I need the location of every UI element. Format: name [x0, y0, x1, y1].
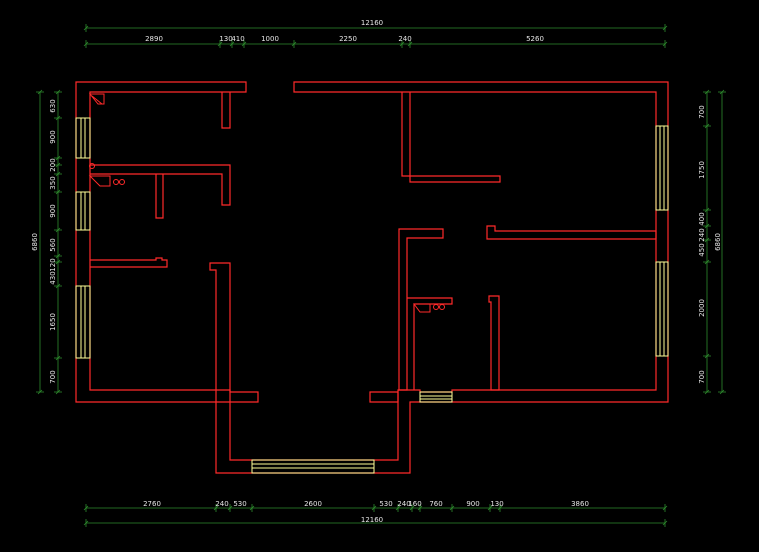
dim-right-seg-2: 400 [698, 212, 706, 225]
dim-left-seg-8: 1650 [49, 313, 57, 331]
dim-bottom-seg-1: 240 [215, 500, 228, 508]
window-left-1 [75, 117, 91, 159]
dim-bottom-seg-2: 530 [233, 500, 246, 508]
drain-icon [89, 163, 95, 169]
dim-left-overall: 6860 [31, 233, 39, 251]
window-left-2 [75, 191, 91, 231]
dim-bottom-seg-6: 160 [408, 500, 421, 508]
tap-icon-1 [113, 179, 119, 185]
wall-right-top-room [401, 92, 501, 183]
dim-bottom-seg-9: 130 [490, 500, 503, 508]
dim-right-seg-4: 450 [698, 243, 706, 256]
wall-right-lower-stub [488, 295, 500, 391]
dim-right-seg-5: 2000 [698, 299, 706, 317]
wall-left-top-partition [221, 92, 231, 129]
dim-top-seg-5: 240 [398, 35, 411, 43]
dim-top-seg-1: 130 [219, 35, 232, 43]
window-bottom-right [419, 391, 453, 403]
sink-icon [88, 175, 111, 187]
wall-left-stub [155, 174, 164, 219]
dim-left-seg-3: 200 [49, 158, 57, 171]
wall-bedroom-right [209, 262, 259, 403]
flue-icon [88, 93, 105, 105]
wall-left-lower-partition [90, 257, 168, 268]
dim-bottom-overall: 12160 [361, 516, 383, 524]
dim-bottom-seg-8: 900 [466, 500, 479, 508]
fixtures [88, 93, 445, 313]
dim-left-seg-6: 120 [49, 258, 57, 271]
dim-left-seg-0: 630 [49, 99, 57, 112]
dim-right-seg-6: 700 [698, 370, 706, 383]
dim-left-seg-2: 350 [49, 176, 57, 189]
dim-right-overall: 6860 [714, 233, 722, 251]
basin-icon [413, 303, 431, 313]
wall-center-right-room [398, 228, 444, 391]
dim-bottom-seg-5: 240 [397, 500, 410, 508]
dim-right-seg-3: 240 [698, 228, 706, 241]
wall-bath-partition [407, 297, 453, 390]
dim-left-seg-4: 900 [49, 204, 57, 217]
dim-bottom-seg-3: 2600 [304, 500, 322, 508]
dim-left-seg-5: 560 [49, 238, 57, 251]
dim-bottom-seg-4: 530 [379, 500, 392, 508]
dim-left-seg-7: 430 [49, 271, 57, 284]
tap-icon-4 [439, 304, 445, 310]
dimensions [36, 24, 726, 527]
windows [75, 117, 669, 474]
dim-top-seg-3: 1000 [261, 35, 279, 43]
dim-top-seg-2: 410 [231, 35, 244, 43]
dim-bottom-seg-0: 2760 [143, 500, 161, 508]
dim-top-seg-6: 5260 [526, 35, 544, 43]
window-left-3 [75, 285, 91, 359]
dimension-labels: 12160 2890 130 410 1000 2250 240 5260 27… [31, 19, 722, 524]
tap-icon-2 [119, 179, 125, 185]
dim-bottom-seg-7: 760 [429, 500, 442, 508]
window-right-2 [655, 261, 669, 357]
dim-right-seg-1: 1750 [698, 161, 706, 179]
dim-bottom-seg-10: 3860 [571, 500, 589, 508]
wall-right-middle [486, 225, 657, 240]
dim-top-overall: 12160 [361, 19, 383, 27]
tap-icon-3 [433, 304, 439, 310]
dim-top-seg-4: 2250 [339, 35, 357, 43]
window-bottom-balcony [251, 459, 375, 474]
dim-left-seg-9: 700 [49, 370, 57, 383]
dim-ticks [36, 24, 726, 527]
wall-bottom-center [369, 391, 399, 403]
window-right-1 [655, 125, 669, 211]
dim-top-seg-0: 2890 [145, 35, 163, 43]
wall-left-mid-partition [90, 164, 231, 206]
dim-right-seg-0: 700 [698, 105, 706, 118]
dim-left-seg-1: 900 [49, 130, 57, 143]
walls [75, 81, 669, 474]
